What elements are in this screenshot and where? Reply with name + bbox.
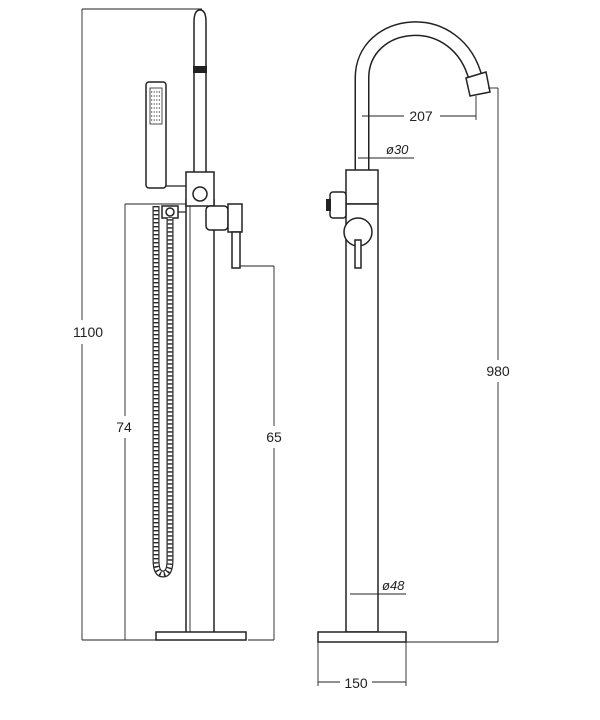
hose-connector-nut (165, 207, 175, 217)
side-lever-boss (205, 205, 229, 231)
dim-1100-label: 1100 (73, 324, 103, 340)
front-lever-handle (354, 239, 362, 269)
dim-74-mask (110, 416, 140, 438)
side-view: 1100 74 65 (64, 8, 288, 641)
shower-hose (152, 206, 174, 578)
front-base-plate (317, 631, 407, 643)
shower-nozzles (151, 91, 161, 121)
shower-face (149, 87, 163, 125)
front-spout-fill (356, 22, 482, 176)
dim-48-label: ø48 (382, 578, 405, 593)
front-mixer-body (345, 169, 379, 205)
dim-980-mask (478, 360, 518, 382)
dim-207-label: 207 (409, 108, 433, 124)
dim-74-label: 74 (116, 419, 132, 435)
front-diverter-knob (326, 199, 331, 211)
dim-65-mask (258, 426, 288, 448)
front-diverter (329, 191, 347, 219)
side-mixer-cap (192, 186, 208, 202)
front-column (345, 203, 379, 633)
side-spout-band (193, 66, 207, 73)
side-lever-hub (227, 203, 243, 233)
dim-150-label: 150 (344, 675, 368, 691)
side-base-plate (155, 631, 247, 641)
dim-1100-mask (64, 320, 104, 344)
spout-outlet (465, 71, 491, 97)
dim-65-label: 65 (266, 429, 282, 445)
dim-980-label: 980 (486, 363, 510, 379)
side-lever-handle (231, 231, 241, 269)
dim-30-label: ø30 (386, 142, 409, 157)
front-view: 207 ø30 980 ø48 150 (317, 21, 518, 691)
side-spout-pipe (193, 9, 207, 181)
